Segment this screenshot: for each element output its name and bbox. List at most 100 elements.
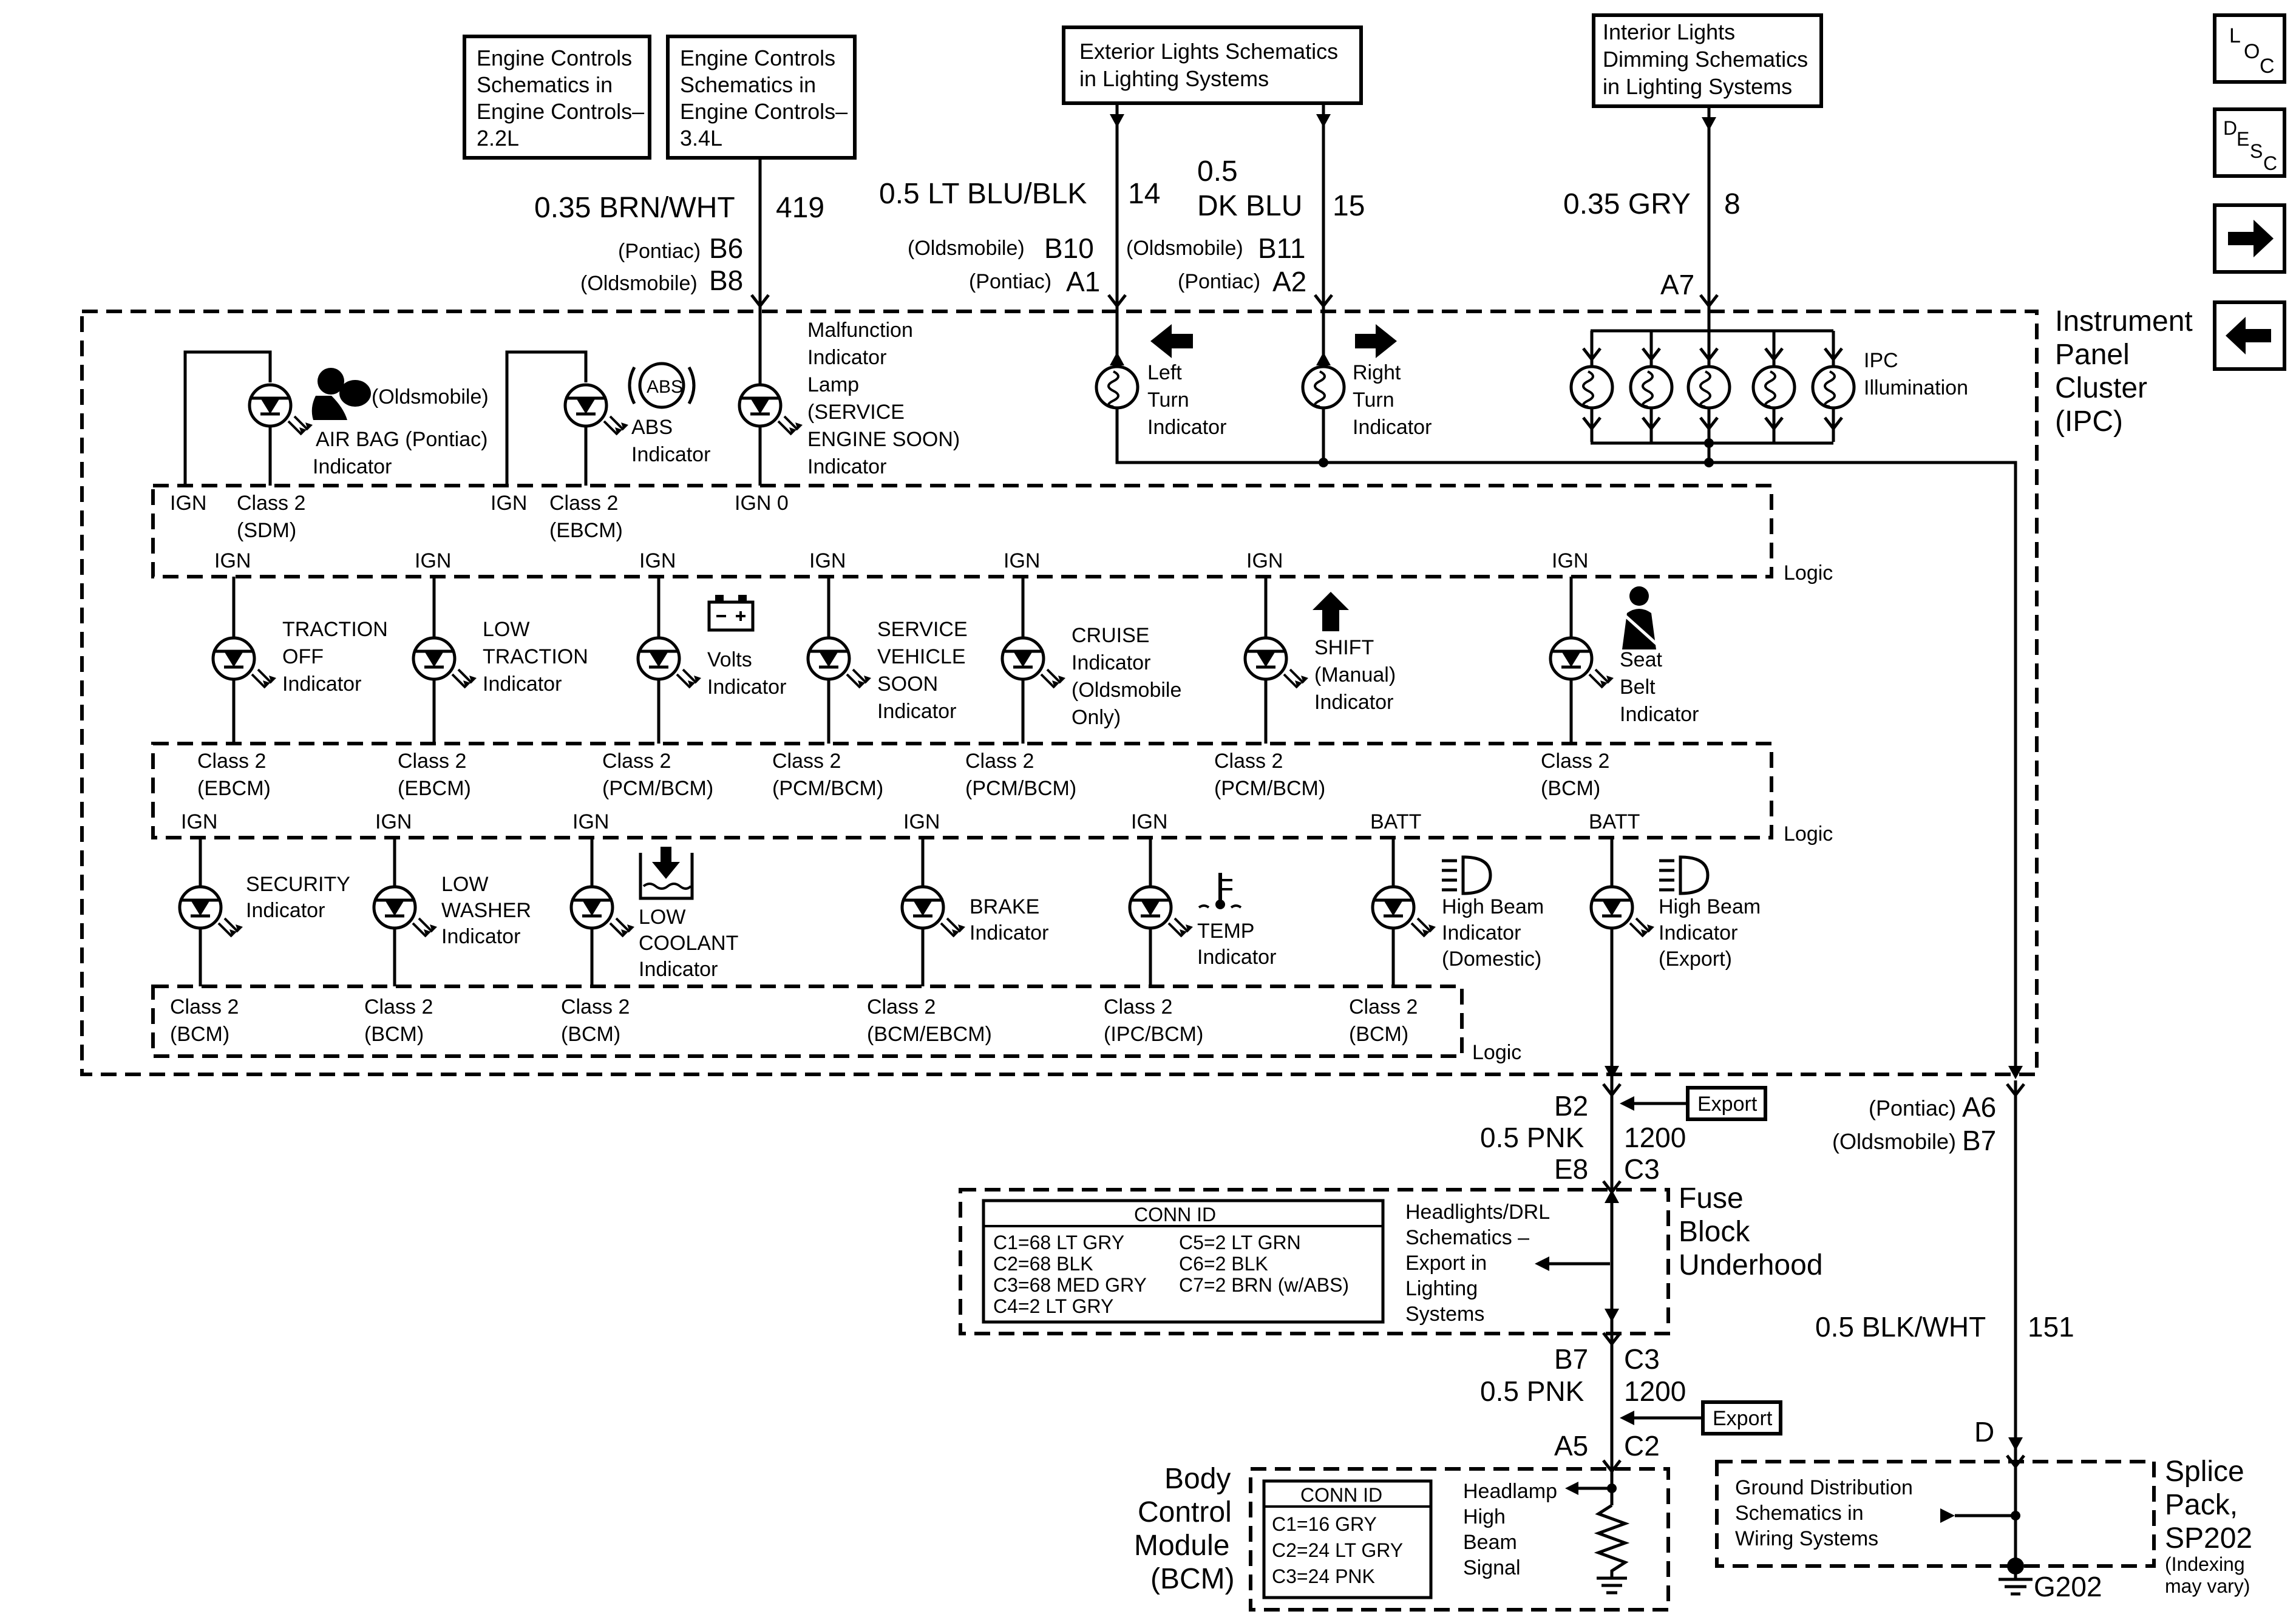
airbag-note: (Oldsmobile): [372, 385, 489, 408]
headlamp-signal-label: Signal: [1463, 1556, 1521, 1579]
logic-label: Logic: [1784, 561, 1833, 585]
circuit-label: 8: [1724, 188, 1741, 220]
ipc-label: Panel: [2055, 339, 2130, 371]
indicator-label: Indicator: [246, 899, 325, 922]
wire-1200[interactable]: [1603, 1066, 1620, 1487]
wire-151[interactable]: [2007, 1066, 2024, 1566]
logic-box-3: [151, 985, 1464, 1058]
arrow-up-icon: [1313, 592, 1349, 631]
headlights-ref-text: Export in: [1405, 1252, 1487, 1275]
class2-label: Class 2: [965, 750, 1034, 773]
desc-button[interactable]: D E S C: [2213, 107, 2286, 178]
bcm-label: Body: [1164, 1463, 1231, 1495]
conn-id-fuse-table: CONN ID C1=68 LT GRY C2=68 BLK C3=68 MED…: [982, 1199, 1385, 1324]
wire-14[interactable]: [1109, 103, 1126, 365]
loc-button[interactable]: L O C: [2213, 13, 2286, 84]
class2-label: Class 2: [1214, 750, 1283, 773]
ref-text: Engine Controls: [680, 46, 835, 70]
indicator-label: (Export): [1659, 947, 1732, 971]
next-arrow-button[interactable]: [2213, 203, 2286, 274]
indicator-label: LOW: [483, 618, 529, 641]
wire-label: 0.35 GRY: [1563, 188, 1691, 220]
circuit-label: 151: [2028, 1311, 2074, 1343]
indicator-label: Indicator: [282, 673, 361, 696]
class2-label: Class 2: [398, 750, 466, 773]
splice-note: may vary): [2165, 1575, 2250, 1597]
loc-text: L: [2229, 24, 2241, 47]
splice-label: Splice: [2165, 1456, 2244, 1488]
indicator-label: Indicator: [1442, 921, 1521, 944]
pin-note: (Pontiac): [618, 240, 701, 263]
headlights-ref-text: Systems: [1405, 1303, 1484, 1326]
ign-label: IGN: [1004, 549, 1040, 572]
wire-15[interactable]: [1315, 103, 1332, 365]
pin-label: C3: [1624, 1153, 1660, 1185]
pin-label: C2: [1624, 1430, 1660, 1462]
power-label: BATT: [1370, 810, 1421, 833]
airbag-icon: [311, 368, 371, 420]
ref-box-exterior-lights[interactable]: Exterior Lights Schematics in Lighting S…: [1062, 25, 1363, 105]
fuse-block-label: Underhood: [1679, 1249, 1823, 1281]
class2-label: Class 2: [1349, 995, 1418, 1019]
indicator-label: Seat: [1620, 648, 1662, 671]
logic-box-2: [151, 742, 1773, 839]
left-turn-label: Turn: [1147, 388, 1189, 412]
export-reference-1[interactable]: Export: [1620, 1086, 1767, 1121]
power-label: IGN: [903, 810, 940, 833]
circuit-label: 15: [1333, 190, 1365, 222]
indicator-label: High Beam: [1659, 895, 1761, 918]
indicator-label: (Oldsmobile: [1072, 679, 1181, 702]
power-label: IGN: [375, 810, 412, 833]
class2-label: (IPC/BCM): [1104, 1023, 1203, 1046]
headlights-reference[interactable]: Headlights/DRL Schematics – Export in Li…: [1405, 1201, 1610, 1326]
arrow-left-icon: [1150, 324, 1193, 358]
ref-box-engine-2.2[interactable]: Engine Controls Schematics in Engine Con…: [463, 35, 651, 160]
wire-8[interactable]: [1700, 106, 1717, 331]
class2-label: (PCM/BCM): [1214, 777, 1325, 800]
ground-ref-text: Ground Distribution: [1735, 1476, 1913, 1499]
prev-arrow-button[interactable]: [2213, 300, 2286, 371]
abs-icon: ABS: [628, 362, 696, 409]
indicator-label: BRAKE: [970, 895, 1039, 918]
mil-label: Malfunction: [807, 319, 913, 342]
ign-label: IGN: [214, 549, 251, 572]
class2-label: (SDM): [237, 519, 296, 542]
headlights-ref-text: Headlights/DRL: [1405, 1201, 1550, 1224]
conn-id-bcm-table: CONN ID C1=16 GRY C2=24 LT GRY C3=24 PNK: [1262, 1479, 1433, 1599]
indicator-label: LOW: [441, 873, 488, 896]
export-reference-2[interactable]: Export: [1620, 1400, 1782, 1436]
headlamp-signal-label: Beam: [1463, 1531, 1517, 1554]
ground-ref-text: Wiring Systems: [1735, 1527, 1878, 1550]
class2-label: (BCM): [170, 1023, 229, 1046]
indicator-label: TEMP: [1197, 920, 1254, 943]
ref-box-engine-3.4[interactable]: Engine Controls Schematics in Engine Con…: [666, 35, 857, 160]
pin-label: A6: [1962, 1091, 1996, 1123]
ipc-label: Instrument: [2055, 305, 2193, 337]
ref-text: Interior Lights: [1603, 19, 1735, 44]
indicator-label: Indicator: [441, 925, 520, 948]
wire-419[interactable]: [752, 158, 769, 402]
loc-text: C: [2260, 55, 2275, 78]
mil-label: (SERVICE: [807, 401, 905, 424]
wire-label: 0.5 PNK: [1480, 1375, 1584, 1407]
logic-label: Logic: [1784, 822, 1833, 846]
pin-label: B8: [709, 265, 743, 296]
bcm-border: [1249, 1467, 1670, 1612]
ground-distribution-reference[interactable]: Ground Distribution Schematics in Wiring…: [1735, 1476, 2020, 1550]
coolant-icon: [639, 847, 694, 900]
ref-box-interior-lights[interactable]: Interior Lights Dimming Schematics in Li…: [1592, 13, 1823, 108]
pin-label: A2: [1272, 266, 1306, 297]
pin-note: (Oldsmobile): [1832, 1129, 1956, 1154]
ref-text: Engine Controls–: [477, 99, 644, 124]
power-label: IGN: [1131, 810, 1167, 833]
seatbelt-icon: [1621, 586, 1659, 649]
splice-note: (Indexing: [2165, 1553, 2245, 1575]
pin-note: (Oldsmobile): [580, 272, 698, 295]
mil-indicator: [739, 385, 803, 486]
headlamp-signal-label: High: [1463, 1505, 1506, 1528]
desc-text: E: [2237, 128, 2249, 150]
right-turn-label: Indicator: [1353, 416, 1432, 439]
class2-label: Class 2: [364, 995, 433, 1019]
airbag-label: Indicator: [313, 455, 392, 478]
